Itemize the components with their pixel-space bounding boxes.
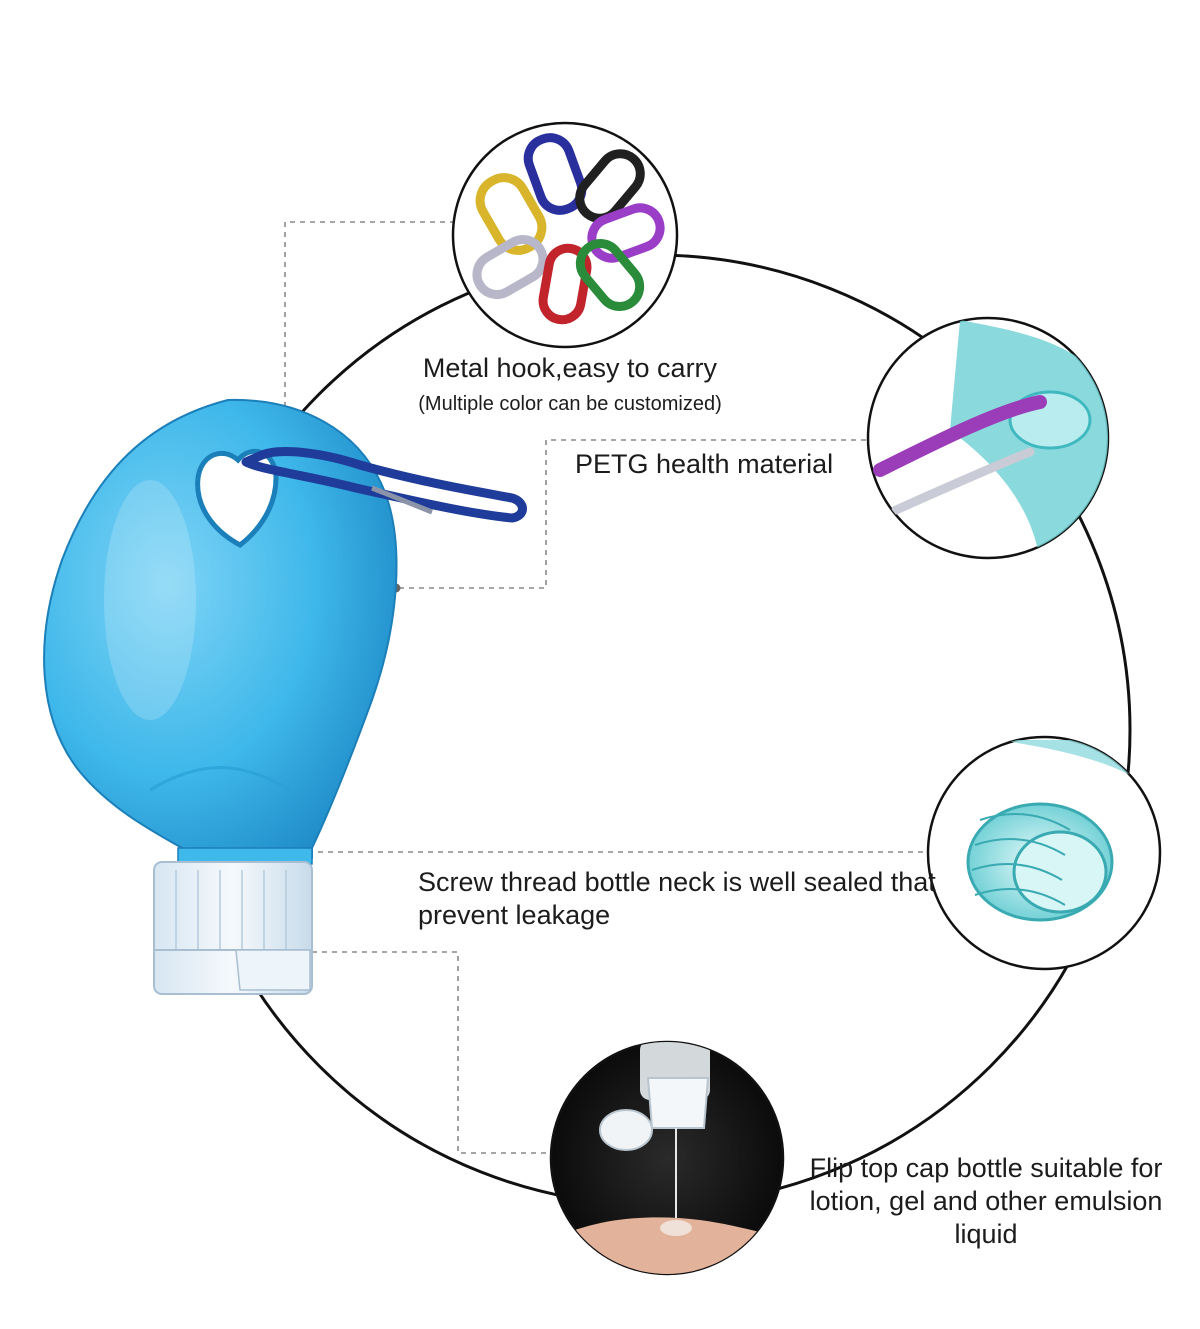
carabiner-icon xyxy=(241,447,527,523)
inset-cap xyxy=(549,1040,785,1276)
material-feature-title: PETG health material xyxy=(575,449,834,479)
inset-neck xyxy=(926,735,1162,971)
hook-feature-subtitle: (Multiple color can be customized) xyxy=(418,393,722,415)
inset-carabiners xyxy=(451,121,679,349)
leader-lines xyxy=(262,221,930,1154)
flip-cap xyxy=(153,861,313,995)
heart-bottle xyxy=(43,398,398,865)
hook-feature-title: Metal hook,easy to carry xyxy=(422,353,718,383)
inset-material xyxy=(866,316,1110,560)
cap-feature-title: Flip top cap bottle suitable for lotion,… xyxy=(809,1153,1163,1249)
neck-feature-title: Screw thread bottle neck is well sealed … xyxy=(418,867,936,930)
